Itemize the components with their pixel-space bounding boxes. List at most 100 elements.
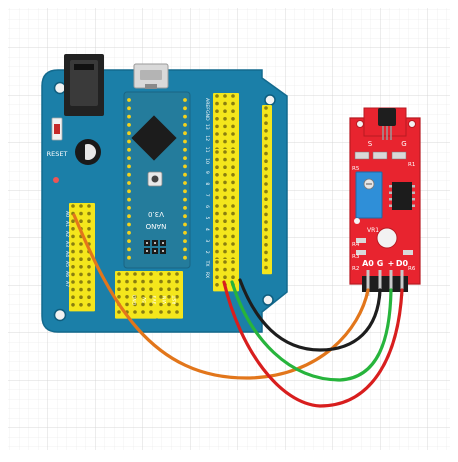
header-pin-hole[interactable] <box>264 227 268 232</box>
header-pin-hole[interactable] <box>79 219 83 223</box>
header-pin-hole[interactable] <box>125 295 129 299</box>
header-pin-hole[interactable] <box>117 310 121 314</box>
header-pin-hole[interactable] <box>71 227 75 231</box>
header-pin-hole[interactable] <box>231 260 235 264</box>
header-pin-hole[interactable] <box>231 117 235 121</box>
header-pin-hole[interactable] <box>264 167 268 171</box>
sensor-pin[interactable] <box>378 270 382 296</box>
header-pin-hole[interactable] <box>215 267 219 272</box>
header-pin-hole[interactable] <box>215 94 219 98</box>
header-pin-hole[interactable] <box>71 219 75 223</box>
header-pin-hole[interactable] <box>159 310 163 314</box>
header-pin-hole[interactable] <box>125 287 129 292</box>
header-pin-hole[interactable] <box>215 195 219 200</box>
header-pin-hole[interactable] <box>125 272 129 276</box>
header-pin-hole[interactable] <box>264 197 268 201</box>
header-pin-hole[interactable] <box>215 101 219 106</box>
header-pin-hole[interactable] <box>71 265 75 269</box>
header-pin-hole[interactable] <box>223 227 227 231</box>
header-pin-hole[interactable] <box>125 279 129 284</box>
header-pin-hole[interactable] <box>215 117 219 121</box>
header-pin-hole[interactable] <box>231 204 235 208</box>
header-pin-hole[interactable] <box>231 242 235 246</box>
header-pin-hole[interactable] <box>79 303 83 307</box>
header-pin-hole[interactable] <box>223 267 227 272</box>
header-pin-hole[interactable] <box>264 182 268 186</box>
header-pin-hole[interactable] <box>87 280 91 284</box>
header-pin-hole[interactable] <box>223 242 227 246</box>
header-pin-hole[interactable] <box>79 257 83 262</box>
header-pin-hole[interactable] <box>231 165 235 169</box>
header-pin-hole[interactable] <box>87 211 91 216</box>
header-pin-hole[interactable] <box>117 295 121 299</box>
header-pin-hole[interactable] <box>264 265 268 270</box>
header-pin-hole[interactable] <box>264 235 268 239</box>
header-pin-hole[interactable] <box>231 249 235 254</box>
header-pin-hole[interactable] <box>71 272 75 277</box>
header-pin-hole[interactable] <box>141 287 145 292</box>
header-pin-hole[interactable] <box>231 227 235 231</box>
header-pin-hole[interactable] <box>223 132 227 136</box>
header-pin-hole[interactable] <box>167 302 171 307</box>
header-pin-hole[interactable] <box>215 234 219 239</box>
header-pin-hole[interactable] <box>87 272 91 277</box>
header-pin-hole[interactable] <box>223 165 227 169</box>
header-pin-hole[interactable] <box>231 173 235 177</box>
sensor-pin[interactable] <box>400 270 404 296</box>
header-pin-hole[interactable] <box>71 242 75 246</box>
header-pin-hole[interactable] <box>149 295 153 299</box>
header-pin-hole[interactable] <box>264 258 268 262</box>
header-pin-hole[interactable] <box>231 101 235 106</box>
header-pin-hole[interactable] <box>175 287 179 292</box>
header-pin-hole[interactable] <box>215 157 219 162</box>
header-pin-hole[interactable] <box>231 94 235 98</box>
header-pin-hole[interactable] <box>215 139 219 144</box>
header-pin-hole[interactable] <box>71 295 75 300</box>
header-pin-hole[interactable] <box>223 234 227 239</box>
header-pin-hole[interactable] <box>264 205 268 209</box>
header-pin-hole[interactable] <box>133 279 137 284</box>
header-pin-hole[interactable] <box>87 227 91 231</box>
header-pin-hole[interactable] <box>231 188 235 192</box>
header-pin-hole[interactable] <box>231 139 235 144</box>
header-pin-hole[interactable] <box>133 302 137 307</box>
header-pin-hole[interactable] <box>141 272 145 276</box>
header-pin-hole[interactable] <box>149 287 153 292</box>
header-pin-hole[interactable] <box>223 195 227 200</box>
header-pin-hole[interactable] <box>264 212 268 217</box>
header-pin-hole[interactable] <box>149 279 153 284</box>
header-pin-hole[interactable] <box>223 219 227 223</box>
header-pin-hole[interactable] <box>159 295 163 299</box>
header-pin-hole[interactable] <box>264 189 268 194</box>
header-pin-hole[interactable] <box>159 279 163 284</box>
header-pin-hole[interactable] <box>71 204 75 208</box>
header-pin-hole[interactable] <box>167 295 171 299</box>
header-pin-hole[interactable] <box>159 287 163 292</box>
header-pin-hole[interactable] <box>79 242 83 246</box>
header-pin-hole[interactable] <box>215 260 219 264</box>
header-pin-hole[interactable] <box>223 94 227 98</box>
header-pin-hole[interactable] <box>264 144 268 148</box>
header-pin-hole[interactable] <box>223 204 227 208</box>
wire-black-gnd[interactable] <box>238 278 382 352</box>
header-pin-hole[interactable] <box>231 275 235 280</box>
header-pin-hole[interactable] <box>117 272 121 276</box>
header-pin-hole[interactable] <box>215 242 219 246</box>
header-pin-hole[interactable] <box>71 257 75 262</box>
header-pin-hole[interactable] <box>159 272 163 276</box>
header-pin-hole[interactable] <box>264 129 268 133</box>
header-pin-hole[interactable] <box>223 180 227 185</box>
header-pin-hole[interactable] <box>215 211 219 216</box>
header-pin-hole[interactable] <box>117 279 121 284</box>
header-pin-hole[interactable] <box>215 249 219 254</box>
header-pin-hole[interactable] <box>264 250 268 255</box>
header-pin-hole[interactable] <box>215 173 219 177</box>
header-pin-hole[interactable] <box>175 310 179 314</box>
header-pin-hole[interactable] <box>264 159 268 163</box>
header-pin-hole[interactable] <box>175 272 179 276</box>
header-pin-hole[interactable] <box>223 211 227 216</box>
header-pin-hole[interactable] <box>71 249 75 254</box>
header-pin-hole[interactable] <box>231 195 235 200</box>
header-pin-hole[interactable] <box>167 310 171 314</box>
header-pin-hole[interactable] <box>79 265 83 269</box>
